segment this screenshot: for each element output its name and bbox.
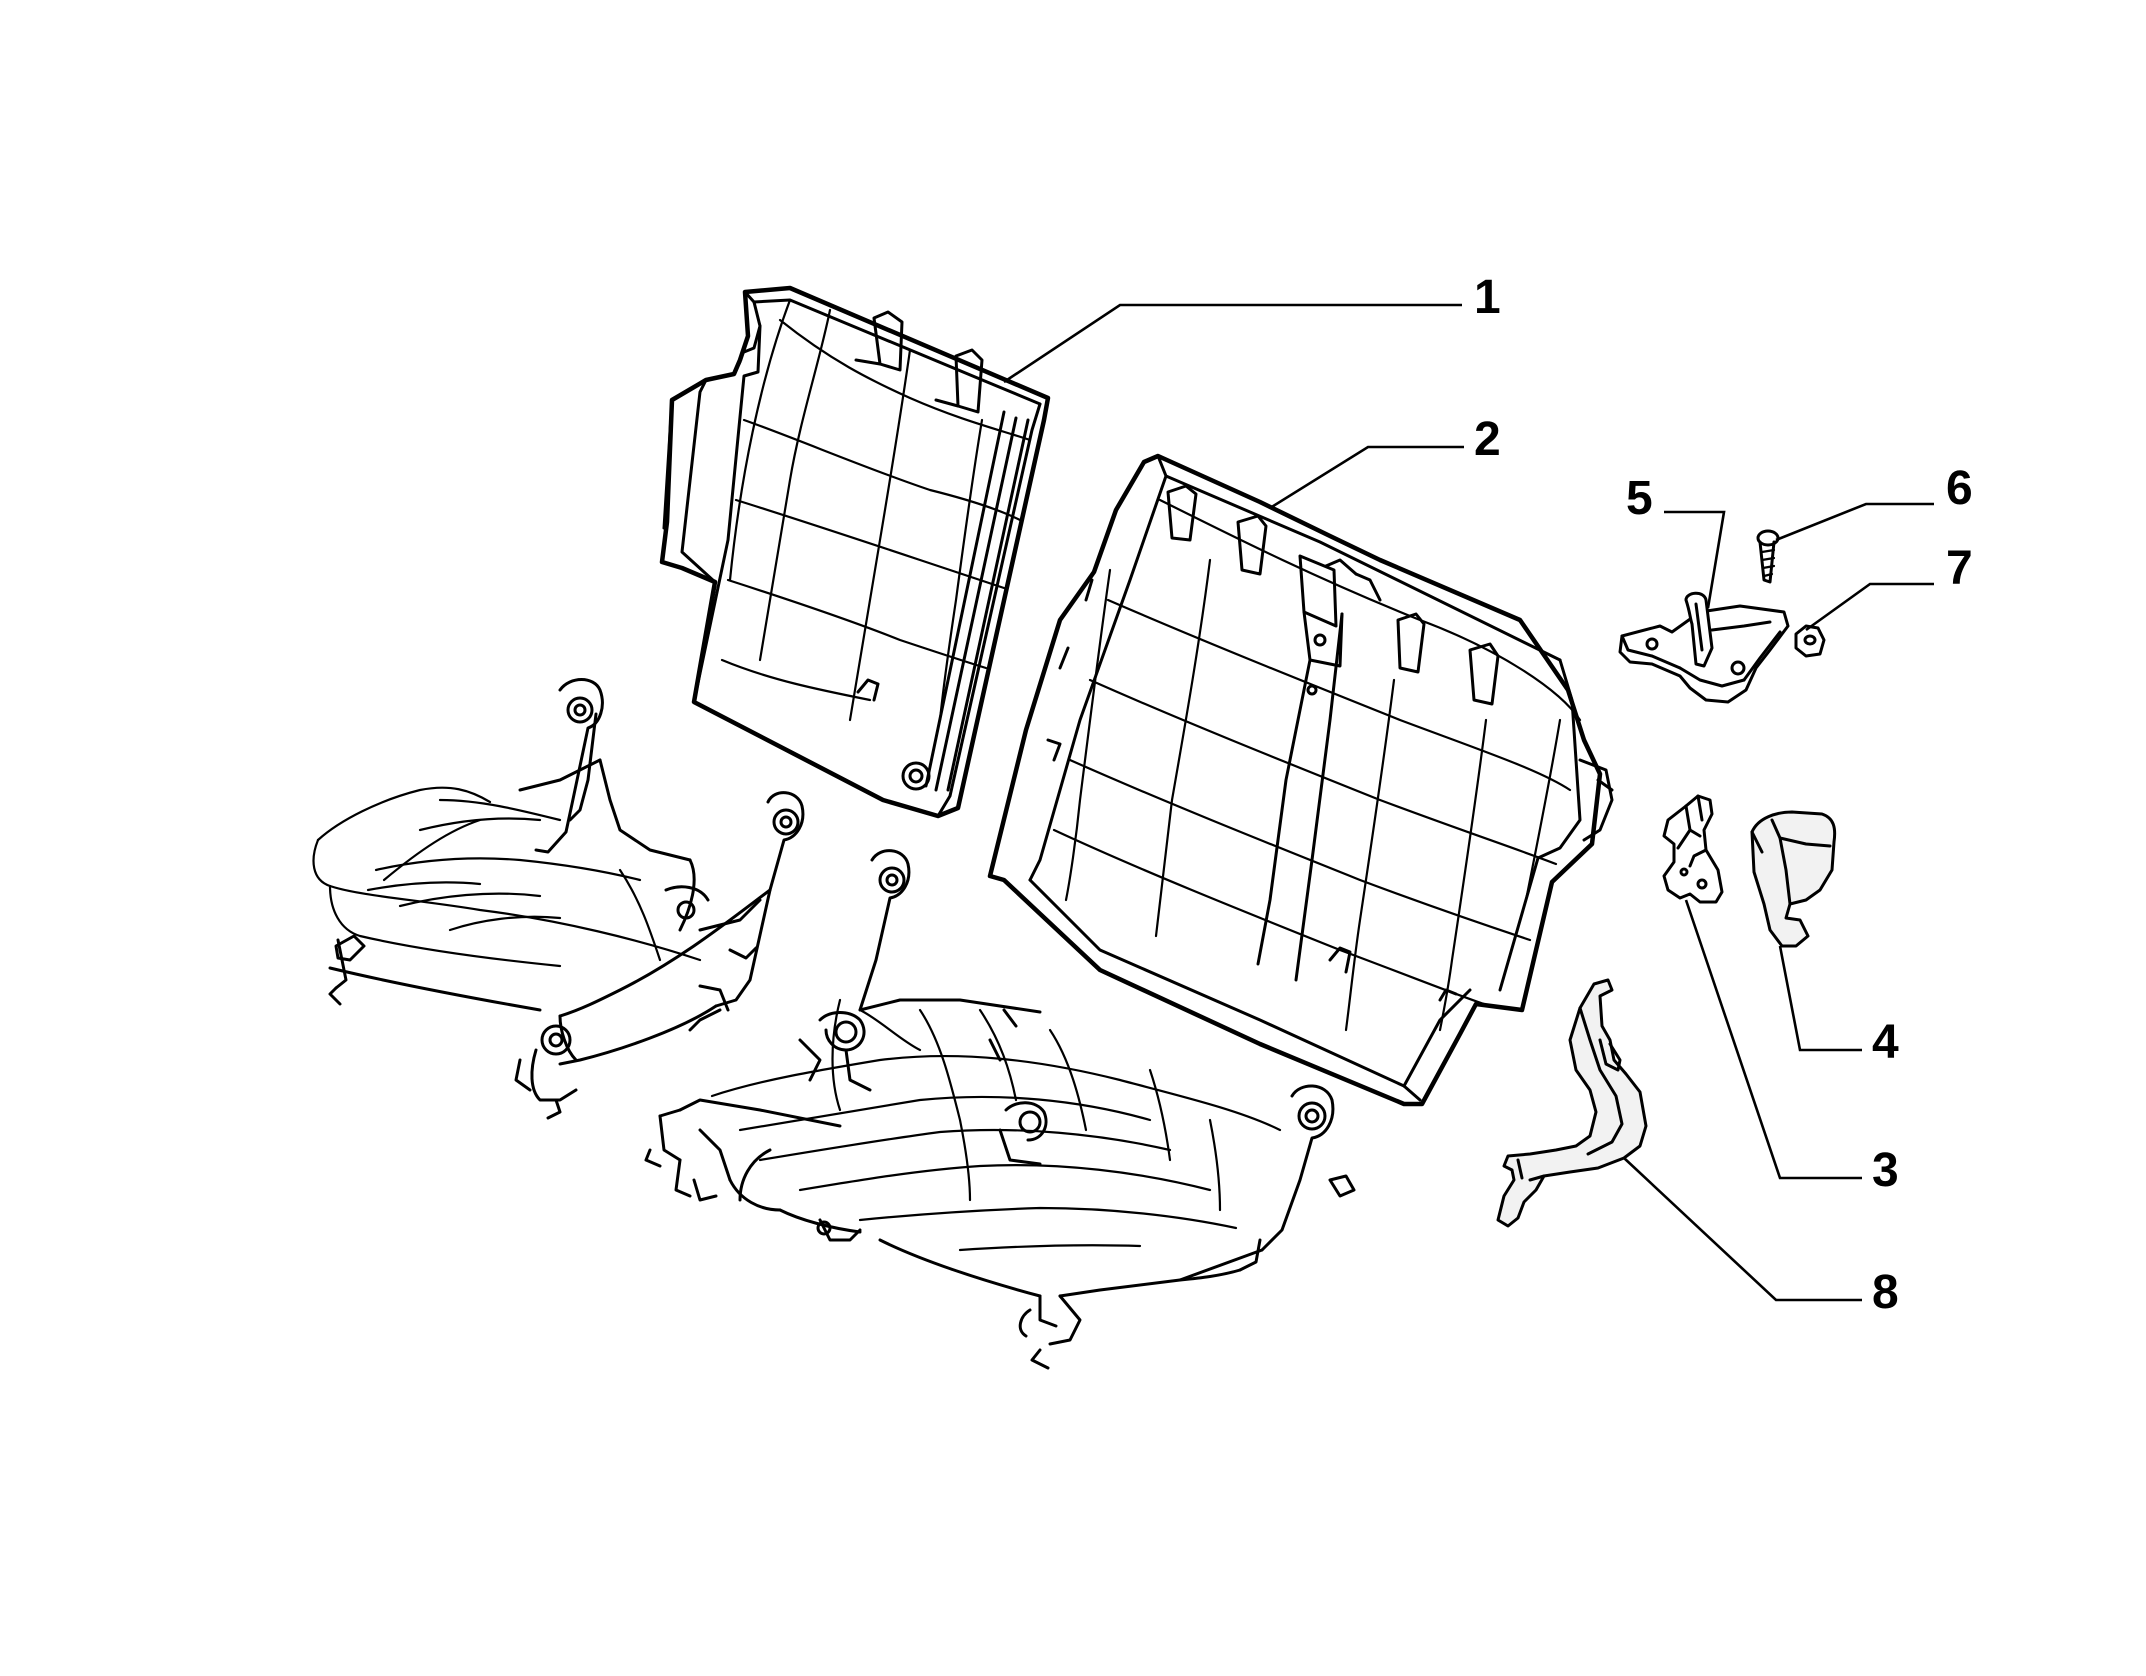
part-7-nut[interactable] xyxy=(1794,624,1826,658)
part-3-latch-bracket[interactable] xyxy=(1662,794,1724,904)
leader-4 xyxy=(1778,945,1862,1052)
part-5-striker-plate[interactable] xyxy=(1618,591,1790,704)
callout-labels: 1 2 3 4 5 6 7 8 xyxy=(1474,271,1973,1319)
callout-1: 1 xyxy=(1474,271,1501,324)
leader-6 xyxy=(1775,502,1934,542)
callout-5: 5 xyxy=(1626,472,1653,525)
part-2-large-seatback-frame[interactable] xyxy=(987,453,1614,1107)
callout-8: 8 xyxy=(1872,1266,1899,1319)
leader-lines xyxy=(1003,303,1934,1302)
left-seat-cushion-frame[interactable] xyxy=(312,678,805,1120)
leader-1 xyxy=(1003,303,1462,384)
callout-4: 4 xyxy=(1872,1016,1899,1069)
leader-3 xyxy=(1684,899,1862,1180)
callout-7: 7 xyxy=(1946,542,1973,595)
leader-2 xyxy=(1269,445,1464,510)
part-1-small-seatback-frame[interactable] xyxy=(659,285,1051,819)
leader-5 xyxy=(1664,510,1726,609)
part-8-trim-panel[interactable] xyxy=(1496,978,1648,1228)
callout-2: 2 xyxy=(1474,413,1501,466)
right-seat-cushion-frame[interactable] xyxy=(644,849,1356,1370)
callout-6: 6 xyxy=(1946,462,1973,515)
leader-7 xyxy=(1805,582,1934,632)
leader-8 xyxy=(1623,1157,1862,1302)
part-4-cover[interactable] xyxy=(1750,810,1837,948)
callout-3: 3 xyxy=(1872,1144,1899,1197)
part-6-screw[interactable] xyxy=(1756,529,1780,584)
